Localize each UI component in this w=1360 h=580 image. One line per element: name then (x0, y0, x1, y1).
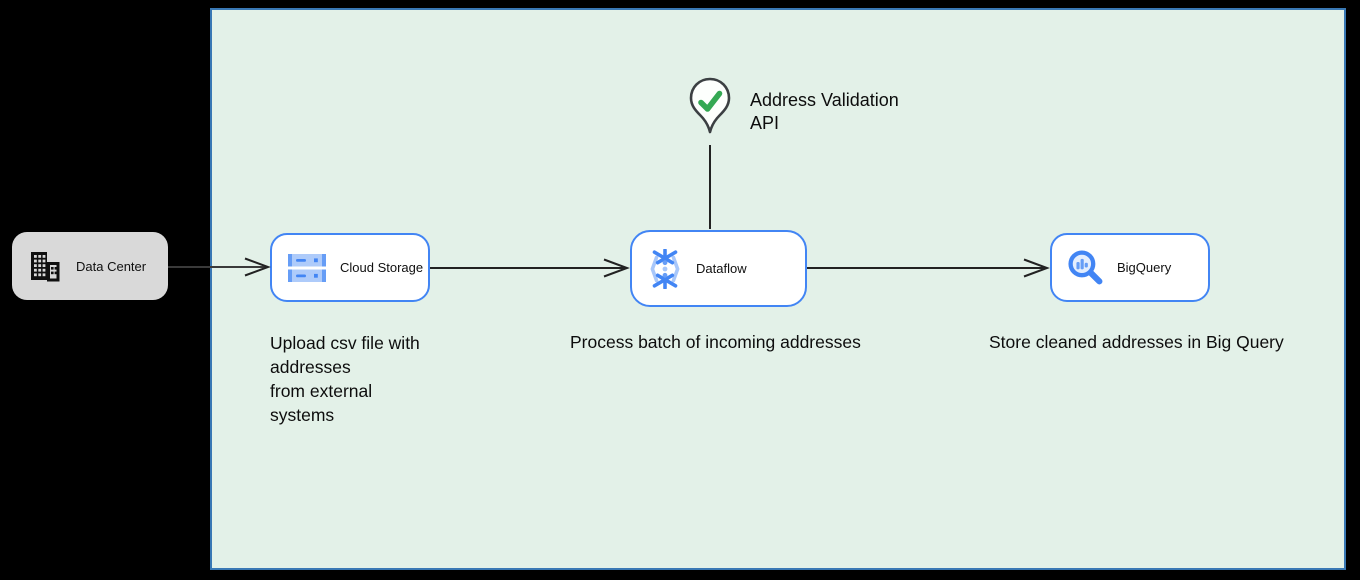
address-validation-api-label: Address Validation API (750, 90, 899, 133)
data-center-label: Data Center (76, 258, 147, 274)
dataflow-caption: Process batch of incoming addresses (570, 332, 861, 352)
map-pin-check-icon (687, 77, 733, 135)
cloud-storage-label: Cloud Storage (340, 260, 424, 275)
dataflow-node[interactable]: Dataflow (630, 230, 807, 307)
bigquery-caption: Store cleaned addresses in Big Query (989, 332, 1284, 352)
bigquery-icon (1067, 249, 1104, 286)
dataflow-label: Dataflow (696, 261, 747, 276)
bigquery-node[interactable]: BigQuery (1050, 233, 1210, 302)
cloud-storage-icon (287, 253, 327, 283)
address-validation-api-marker[interactable] (687, 77, 733, 140)
building-icon (27, 249, 61, 283)
cloud-storage-node[interactable]: Cloud Storage (270, 233, 430, 302)
data-center-node[interactable]: Data Center (12, 232, 168, 300)
bigquery-label: BigQuery (1117, 260, 1172, 275)
cloud-storage-caption: Upload csv file with addresses from exte… (270, 333, 420, 425)
dataflow-icon (647, 248, 683, 289)
